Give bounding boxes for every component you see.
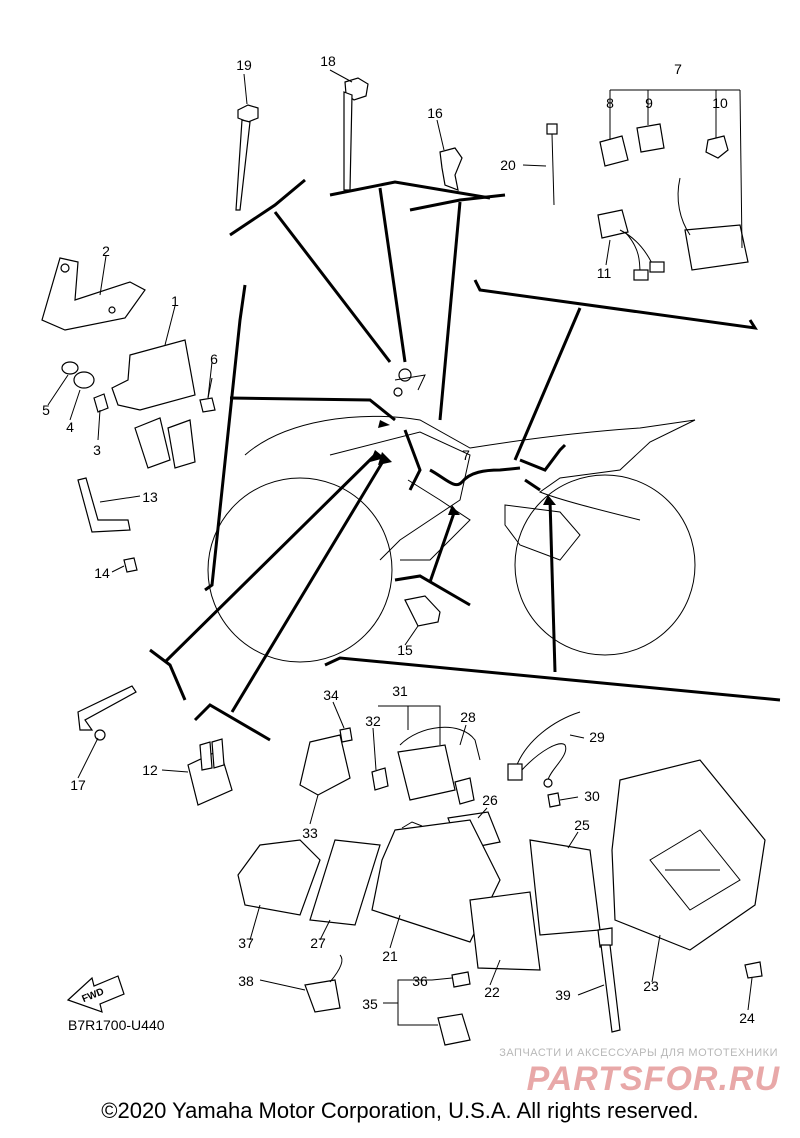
part-number: 10 [712, 95, 728, 111]
part-number: 7 [674, 61, 682, 77]
part-number: 15 [397, 642, 413, 658]
part-number: 22 [484, 984, 500, 1000]
part-number: 8 [606, 95, 614, 111]
part-number: 18 [320, 53, 336, 69]
callout-brackets [149, 178, 781, 742]
part-number-labels: 19 18 16 20 7 8 9 10 11 2 1 6 5 4 3 13 1… [42, 53, 755, 1026]
part-number: 26 [482, 792, 498, 808]
motorcycle-silhouette [207, 415, 696, 663]
part-number: 36 [412, 973, 428, 989]
leader-lines [163, 187, 582, 713]
part-number: 25 [574, 817, 590, 833]
part-number: 12 [142, 762, 158, 778]
part-number: 28 [460, 709, 476, 725]
watermark-caption: ЗАПЧАСТИ И АКСЕССУАРЫ ДЛЯ МОТОТЕХНИКИ [499, 1047, 778, 1059]
part-number: 3 [93, 442, 101, 458]
part-number: 29 [589, 729, 605, 745]
part-number: 39 [555, 987, 571, 1003]
part-number: 13 [142, 489, 158, 505]
part-number: 37 [238, 935, 254, 951]
drawing-code: B7R1700-U440 [68, 1017, 165, 1033]
part-number: 33 [302, 825, 318, 841]
watermark: ЗАПЧАСТИ И АКСЕССУАРЫ ДЛЯ МОТОТЕХНИКИ PA… [499, 1047, 781, 1098]
part-number: 24 [739, 1010, 755, 1026]
part-number: 11 [597, 265, 612, 281]
parts-drawings [41, 77, 766, 1046]
fwd-arrow-icon: FWD [66, 975, 125, 1013]
part-number: 30 [584, 788, 600, 804]
copyright-notice: ©2020 Yamaha Motor Corporation, U.S.A. A… [101, 1098, 699, 1123]
part-number: 6 [210, 351, 218, 367]
part-number: 31 [392, 683, 408, 699]
part-number: 23 [643, 978, 659, 994]
part-number: 5 [42, 402, 50, 418]
part-number: 38 [238, 973, 254, 989]
part-number: 27 [310, 935, 326, 951]
part-number: 1 [171, 293, 179, 309]
part-number: 19 [236, 57, 252, 73]
part-number: 9 [645, 95, 653, 111]
part-leader-lines [47, 69, 753, 1026]
part-number: 34 [323, 687, 339, 703]
part-number: 4 [66, 419, 74, 435]
wire-harness-on-bike [393, 368, 567, 492]
part-number: 35 [362, 996, 378, 1012]
part-number: 16 [427, 105, 443, 121]
part-number: 17 [70, 777, 86, 793]
part-number: 14 [94, 565, 110, 581]
part-number: 21 [382, 948, 398, 964]
part-number: 32 [365, 713, 381, 729]
part-number: 2 [102, 243, 110, 259]
watermark-brand: PARTSFOR.RU [527, 1060, 781, 1098]
part-number: 7 [462, 447, 470, 463]
part-number: 20 [500, 157, 516, 173]
